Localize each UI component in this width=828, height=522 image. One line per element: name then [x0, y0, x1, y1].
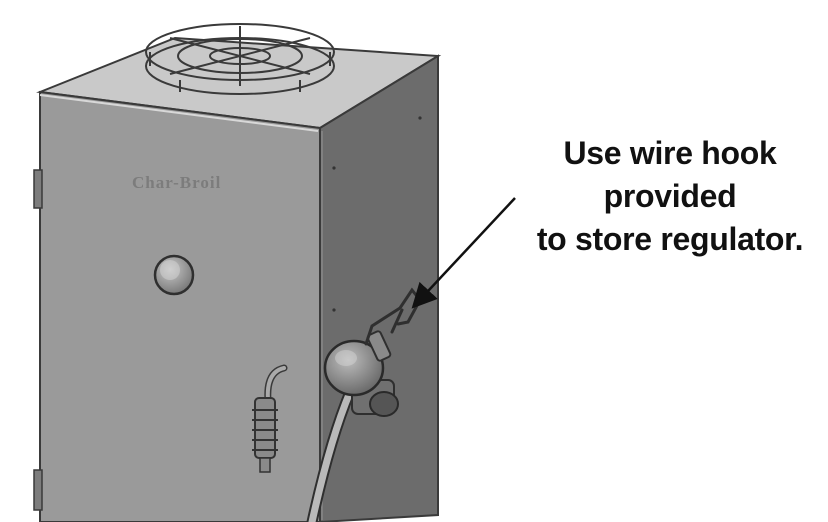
brand-logo: Char-Broil	[132, 173, 222, 192]
hinge	[33, 469, 43, 511]
igniter-handle	[252, 364, 288, 473]
callout-line-1: Use wire hook	[563, 135, 777, 171]
top-grate	[145, 23, 335, 95]
temperature-gauge	[153, 254, 195, 296]
smoker-cabinet	[33, 36, 442, 522]
cabinet-side	[319, 54, 439, 522]
callout-line-3: to store regulator.	[536, 221, 804, 257]
callout-arrow	[411, 197, 516, 309]
gas-regulator	[306, 330, 399, 522]
callout-line-2: provided	[603, 178, 737, 214]
cabinet-front	[39, 90, 321, 522]
callout-text: Use wire hook provided to store regulato…	[520, 132, 820, 261]
hinge	[33, 169, 43, 209]
